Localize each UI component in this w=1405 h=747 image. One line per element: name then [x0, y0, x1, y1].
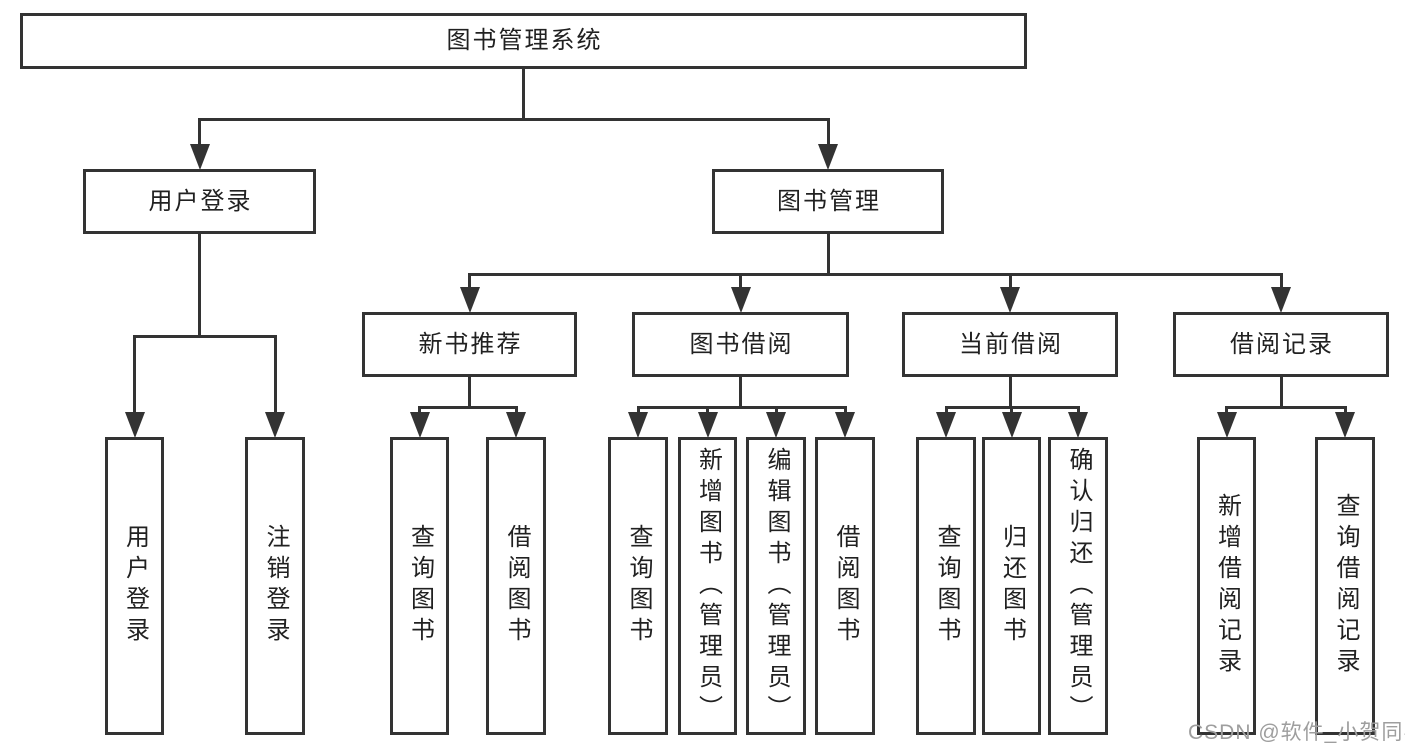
node-label: 当前借阅	[959, 330, 1063, 358]
arrow-down-icon	[818, 144, 838, 170]
connector-line	[418, 406, 421, 417]
connector-line	[198, 234, 201, 338]
connector-line	[198, 118, 201, 149]
arrow-down-icon	[766, 412, 786, 438]
node-label: 借阅图书	[832, 524, 859, 648]
arrow-down-icon	[1335, 412, 1355, 438]
node-leaf-logout: 注销登录	[245, 437, 305, 735]
node-current-borrow: 当前借阅	[902, 312, 1118, 377]
connector-line	[1076, 406, 1080, 417]
connector-line	[273, 335, 277, 417]
arrow-down-icon	[936, 412, 956, 438]
node-leaf-add-borrow-record: 新增借阅记录	[1197, 437, 1256, 735]
connector-line	[739, 377, 742, 409]
node-label: 注销登录	[262, 524, 289, 648]
connector-line	[1279, 377, 1283, 409]
node-label: 新增图书（管理员）	[694, 446, 722, 726]
node-label: 用户登录	[148, 187, 253, 215]
node-label: 借阅图书	[503, 524, 530, 648]
arrow-down-icon	[1068, 412, 1088, 438]
node-label: 查询图书	[625, 524, 652, 648]
node-leaf-query-books-c: 查询图书	[916, 437, 976, 735]
node-label: 借阅记录	[1230, 330, 1334, 358]
node-borrow-records: 借阅记录	[1173, 312, 1389, 377]
csdn-watermark: CSDN @软件_小贺同学	[1188, 721, 1405, 744]
connector-line	[636, 406, 847, 409]
node-label: 归还图书	[998, 524, 1026, 648]
node-leaf-query-books-a: 查询图书	[390, 437, 449, 735]
arrow-down-icon	[1216, 412, 1237, 438]
node-label: 新书推荐	[418, 330, 523, 358]
arrow-down-icon	[124, 412, 145, 438]
connector-line	[468, 273, 471, 292]
connector-line	[1008, 377, 1012, 409]
connector-line	[774, 406, 778, 417]
node-label: 图书借阅	[689, 330, 794, 358]
arrow-down-icon	[1000, 287, 1020, 313]
node-label: 查询图书	[406, 524, 434, 648]
node-label: 查询图书	[933, 524, 960, 648]
connector-line	[1010, 406, 1013, 417]
node-label: 编辑图书（管理员）	[763, 446, 790, 726]
node-label: 新增借阅记录	[1213, 493, 1241, 679]
node-label: 图书管理	[777, 187, 881, 215]
arrow-down-icon	[459, 287, 480, 313]
connector-line	[843, 406, 847, 417]
connector-line	[198, 118, 830, 121]
arrow-down-icon	[835, 412, 855, 438]
arrow-down-icon	[1001, 412, 1022, 438]
arrow-down-icon	[697, 412, 718, 438]
node-book-borrow: 图书借阅	[632, 312, 849, 377]
node-user-login: 用户登录	[83, 169, 316, 234]
node-root: 图书管理系统	[20, 13, 1027, 69]
node-label: 确认归还（管理员）	[1065, 446, 1092, 726]
node-leaf-borrow-books-a: 借阅图书	[486, 437, 546, 735]
node-leaf-query-borrow-record: 查询借阅记录	[1315, 437, 1375, 735]
arrow-down-icon	[628, 412, 648, 438]
connector-line	[133, 335, 136, 417]
node-leaf-borrow-books-b: 借阅图书	[815, 437, 875, 735]
node-leaf-return-book: 归还图书	[982, 437, 1041, 735]
connector-line	[418, 406, 518, 409]
arrow-down-icon	[265, 412, 285, 438]
node-leaf-query-books-b: 查询图书	[608, 437, 668, 735]
connector-line	[468, 273, 1283, 276]
connector-line	[1225, 406, 1228, 417]
node-label: 用户登录	[121, 524, 149, 648]
node-label: 查询借阅记录	[1332, 493, 1359, 679]
arrow-down-icon	[189, 144, 210, 170]
connector-line	[944, 406, 948, 417]
connector-line	[739, 273, 742, 292]
node-leaf-edit-book: 编辑图书（管理员）	[746, 437, 806, 735]
connector-line	[522, 69, 525, 121]
node-leaf-add-book: 新增图书（管理员）	[678, 437, 737, 735]
connector-line	[1279, 273, 1283, 292]
connector-line	[826, 234, 830, 276]
node-leaf-user-login: 用户登录	[105, 437, 164, 735]
node-new-book-recommend: 新书推荐	[362, 312, 577, 377]
connector-line	[636, 406, 640, 417]
node-leaf-confirm-return: 确认归还（管理员）	[1048, 437, 1108, 735]
connector-line	[1343, 406, 1347, 417]
node-label: 图书管理系统	[446, 27, 603, 54]
connector-line	[826, 118, 830, 149]
connector-line	[514, 406, 518, 417]
arrow-down-icon	[730, 287, 751, 313]
connector-line	[1225, 406, 1347, 409]
connector-line	[1008, 273, 1012, 292]
arrow-down-icon	[409, 412, 430, 438]
arrow-down-icon	[506, 412, 526, 438]
arrow-down-icon	[1271, 287, 1291, 313]
connector-line	[706, 406, 709, 417]
connector-line	[133, 335, 277, 338]
connector-line	[468, 377, 471, 409]
node-book-management: 图书管理	[712, 169, 944, 234]
